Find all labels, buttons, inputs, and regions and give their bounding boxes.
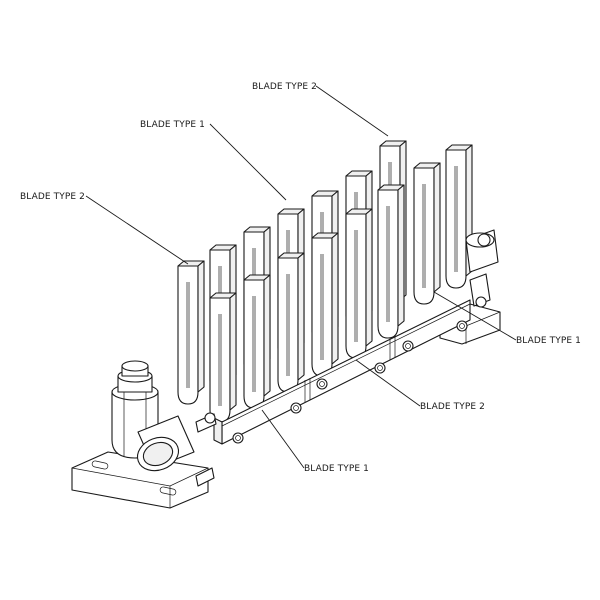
- callout-blade-type-2-bottom: BLADE TYPE 2: [420, 402, 485, 412]
- front-blade-3: [277, 252, 305, 393]
- callout-blade-type-2-left: BLADE TYPE 2: [20, 192, 85, 202]
- front-blade-2: [243, 274, 271, 409]
- callout-blade-type-1-right: BLADE TYPE 1: [516, 336, 581, 346]
- front-blade-4: [311, 232, 339, 377]
- rear-blade-9: [445, 144, 473, 289]
- bolt-3: [374, 362, 386, 374]
- front-blade-6: [377, 184, 405, 339]
- front-blade-row: [209, 184, 405, 423]
- rear-blade-1: [177, 260, 205, 405]
- callout-blade-type-1-top: BLADE TYPE 1: [140, 120, 205, 130]
- bolt-1: [232, 432, 244, 444]
- left-mounting-foot: [71, 451, 209, 509]
- right-pipe-fitting: [465, 229, 499, 308]
- callout-blade-type-2-top: BLADE TYPE 2: [252, 82, 317, 92]
- rear-blade-8: [413, 162, 441, 305]
- clamp-bar: [213, 299, 471, 445]
- front-blade-5: [345, 208, 373, 359]
- clamp-bolts: [232, 320, 468, 444]
- bolt-2: [290, 402, 302, 414]
- callout-blade-type-1-bottom: BLADE TYPE 1: [304, 464, 369, 474]
- bolt-4: [456, 320, 468, 332]
- bolt-6: [402, 340, 414, 352]
- callout-leaders: [85, 85, 517, 469]
- bolt-5: [316, 378, 328, 390]
- front-blade-1: [209, 292, 237, 423]
- left-pipe-fitting: [111, 360, 217, 487]
